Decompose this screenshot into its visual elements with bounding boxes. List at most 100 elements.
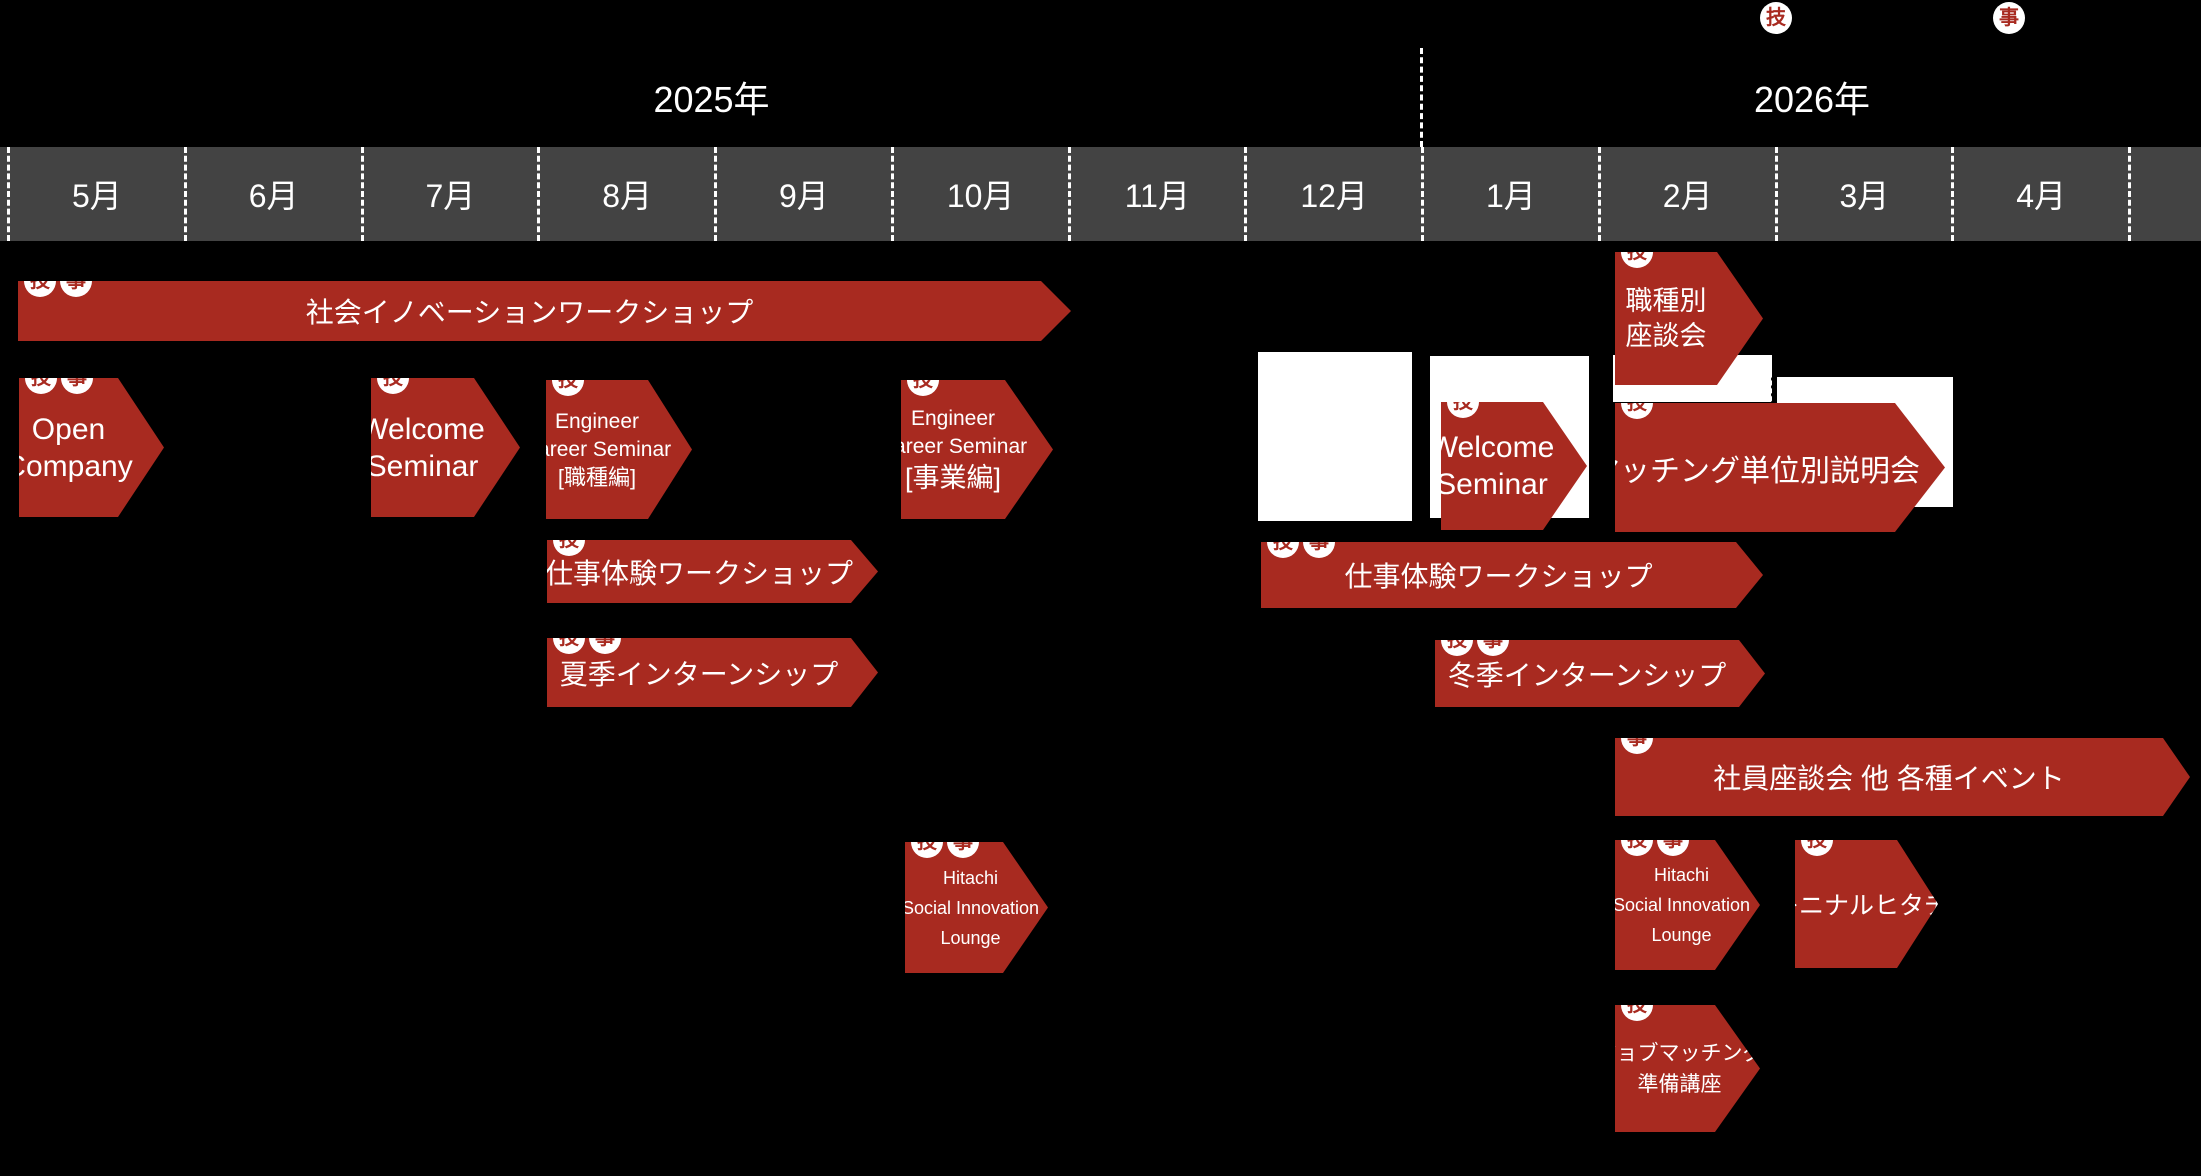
month-label: 2月 xyxy=(1662,178,1713,214)
event-label-line: 夏季インターンシップ xyxy=(559,658,839,690)
event-label-line: ジョブマッチング xyxy=(1595,1041,1764,1065)
event-label: キニナルヒタチ xyxy=(1795,840,1938,968)
month-cell: 7月 xyxy=(364,147,541,241)
tech-badge-icon: 技 xyxy=(1801,824,1833,856)
event-label-line: 社会イノベーションワークショップ xyxy=(305,297,754,328)
month-band xyxy=(0,147,2201,241)
event-label-line: Company xyxy=(4,449,133,483)
month-cell: 5月 xyxy=(7,147,187,241)
event-label: 仕事体験ワークショップ xyxy=(1261,542,1763,608)
tech-badge-icon: 技 xyxy=(1621,824,1653,856)
badge-row: 技事 xyxy=(25,362,93,394)
month-cell: 8月 xyxy=(540,147,717,241)
highlight-box-december xyxy=(1258,352,1412,521)
badge-row: 技 xyxy=(553,524,585,556)
tech-badge-icon: 技 xyxy=(24,265,56,297)
biz-badge-icon: 事 xyxy=(60,265,92,297)
event-label-line: Welcome xyxy=(1429,431,1555,464)
event-label-line: Welcome xyxy=(360,412,485,446)
tech-badge-icon: 技 xyxy=(907,364,939,396)
event-label: ジョブマッチング準備講座 xyxy=(1615,1005,1760,1132)
month-cell: 6月 xyxy=(187,147,364,241)
month-label: 4月 xyxy=(2016,178,2067,214)
tech-badge-icon: 技 xyxy=(1441,624,1473,656)
biz-badge-icon: 事 xyxy=(61,362,93,394)
month-cell: 2月 xyxy=(1601,147,1778,241)
month-label: 9月 xyxy=(778,178,829,214)
event-label-line: マッチング単位別説明会 xyxy=(1590,454,1920,488)
tech-badge-icon: 技 xyxy=(911,826,943,858)
event-label: 冬季インターンシップ xyxy=(1435,640,1765,707)
event-label-line: Seminar xyxy=(1436,468,1548,501)
tech-badge-icon: 技 xyxy=(552,364,584,396)
event-matching-tanibetsu-setsumeikai: 技 マッチング単位別説明会 xyxy=(1615,403,1945,532)
tech-legend-badge-icon: 技 xyxy=(1760,2,1792,34)
event-label-line: Open xyxy=(31,412,106,446)
month-cell: 1月 xyxy=(1424,147,1601,241)
month-cell: 3月 xyxy=(1778,147,1955,241)
event-shigoto-taiken-workshop-summer: 技 仕事体験ワークショップ xyxy=(547,540,878,603)
event-label-line: 冬季インターンシップ xyxy=(1447,659,1727,691)
badge-row: 技 xyxy=(1621,989,1653,1021)
tech-badge-icon: 技 xyxy=(377,362,409,394)
tech-badge-icon: 技 xyxy=(25,362,57,394)
biz-badge-icon: 事 xyxy=(947,826,979,858)
badge-row: 技事 xyxy=(1621,824,1689,856)
event-label-line: 仕事体験ワークショップ xyxy=(1344,561,1653,592)
badge-row: 技事 xyxy=(911,826,979,858)
event-label-line: Lounge xyxy=(940,927,1001,948)
month-label: 3月 xyxy=(1839,178,1890,214)
event-label-line: Lounge xyxy=(1651,925,1712,945)
tech-badge-icon: 技 xyxy=(1267,526,1299,558)
event-label-line: Seminar xyxy=(366,449,479,483)
event-label: 夏季インターンシップ xyxy=(547,638,878,707)
event-social-innovation-workshop: 技事 社会イノベーションワークショップ xyxy=(18,281,1071,341)
badge-row: 技事 xyxy=(553,622,621,654)
month-label: 10月 xyxy=(946,178,1015,214)
month-label: 11月 xyxy=(1124,178,1190,214)
badge-row: 技 xyxy=(552,364,584,396)
event-label-line: 座談会 xyxy=(1625,320,1707,351)
event-label: 職種別座談会 xyxy=(1615,252,1763,385)
event-label-line: キニナルヒタチ xyxy=(1774,892,1950,920)
event-kininaru-hitachi: 技 キニナルヒタチ xyxy=(1795,840,1938,968)
event-label-line: 職種別 xyxy=(1625,285,1707,316)
event-touki-internship: 技事 冬季インターンシップ xyxy=(1435,640,1765,707)
biz-badge-icon: 事 xyxy=(1303,526,1335,558)
event-shain-zadankai-events: 事 社員座談会 他 各種イベント xyxy=(1615,738,2190,816)
event-label-line: 仕事体験ワークショップ xyxy=(545,557,854,589)
biz-badge-icon: 事 xyxy=(1621,722,1653,754)
month-cell: 4月 xyxy=(1954,147,2131,241)
month-label: 5月 xyxy=(71,178,122,214)
event-label: 社員座談会 他 各種イベント xyxy=(1615,738,2190,816)
event-label-line: Engineer xyxy=(554,409,640,433)
biz-badge-icon: 事 xyxy=(1477,624,1509,656)
tech-badge-icon: 技 xyxy=(1621,989,1653,1021)
event-kaki-internship: 技事 夏季インターンシップ xyxy=(547,638,878,707)
badge-row: 技事 xyxy=(1267,526,1335,558)
month-label: 7月 xyxy=(425,178,476,214)
tech-badge-icon: 技 xyxy=(553,622,585,654)
event-label-line: Career Seminar xyxy=(522,437,672,461)
tech-badge-icon: 技 xyxy=(553,524,585,556)
event-label-line: [職種編] xyxy=(557,464,637,490)
month-cell: 12月 xyxy=(1247,147,1424,241)
event-label-line: Hitachi xyxy=(1653,865,1710,885)
biz-badge-icon: 事 xyxy=(589,622,621,654)
biz-badge-icon: 事 xyxy=(1657,824,1689,856)
event-label-line: 社員座談会 他 各種イベント xyxy=(1713,763,2065,794)
badge-row: 技 xyxy=(377,362,409,394)
badge-row: 技 xyxy=(1801,824,1833,856)
